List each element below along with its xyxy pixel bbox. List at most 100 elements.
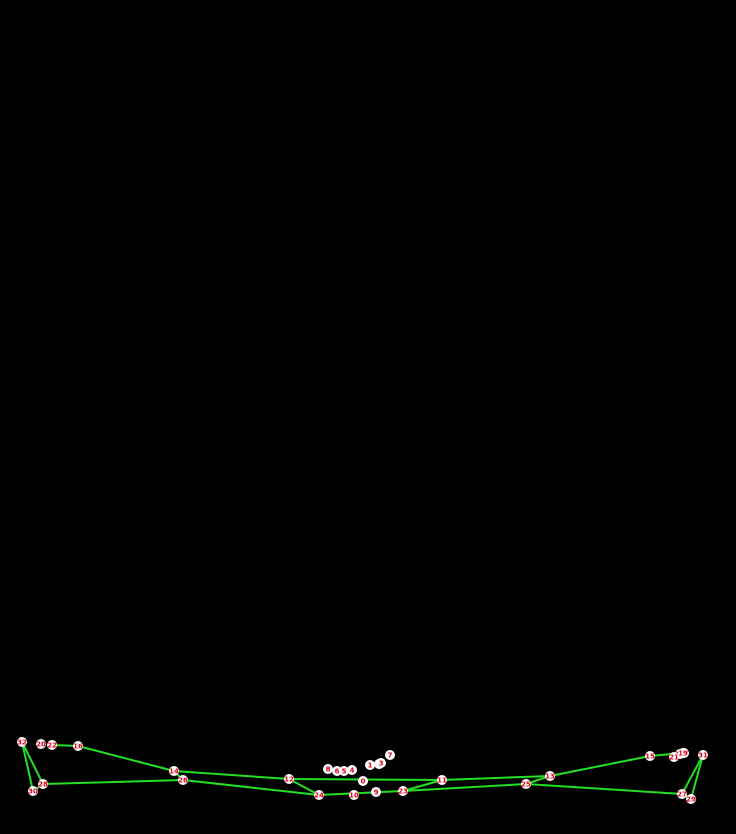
keypoint-7: 7 bbox=[385, 750, 395, 760]
keypoint-marker bbox=[314, 790, 324, 800]
keypoint-label: 10 bbox=[349, 792, 359, 800]
keypoint-10: 10 bbox=[349, 790, 359, 800]
keypoint-marker bbox=[178, 775, 188, 785]
bones-layer bbox=[21, 741, 704, 800]
keypoint-marker bbox=[545, 771, 555, 781]
keypoint-marker bbox=[385, 750, 395, 760]
bone-25-23 bbox=[402, 783, 527, 792]
keypoint-27: 27 bbox=[677, 789, 687, 799]
keypoint-21: 21 bbox=[669, 752, 679, 762]
bone-32-30 bbox=[21, 741, 34, 792]
bone-24-23 bbox=[318, 790, 404, 796]
keypoint-label: 11 bbox=[437, 777, 447, 785]
keypoint-11: 11 bbox=[437, 775, 447, 785]
bone-12-24 bbox=[288, 778, 320, 796]
bone-26-28 bbox=[42, 779, 184, 785]
keypoint-label: 20 bbox=[36, 741, 46, 749]
keypoint-label: 13 bbox=[545, 773, 555, 781]
keypoint-9: 9 bbox=[371, 787, 381, 797]
keypoints-layer: 0123456789101112131415161718192021222324… bbox=[17, 737, 708, 804]
keypoint-4: 4 bbox=[347, 765, 357, 775]
keypoint-label: 30 bbox=[28, 788, 38, 796]
keypoint-label: 31 bbox=[698, 752, 708, 760]
keypoint-marker bbox=[169, 766, 179, 776]
keypoint-label: 5 bbox=[342, 768, 347, 776]
keypoint-5: 5 bbox=[339, 766, 349, 776]
keypoint-marker bbox=[36, 739, 46, 749]
keypoint-marker bbox=[678, 748, 688, 758]
keypoint-label: 0 bbox=[361, 778, 366, 786]
keypoint-marker bbox=[28, 786, 38, 796]
keypoint-marker bbox=[686, 794, 696, 804]
keypoint-label: 4 bbox=[350, 767, 355, 775]
bone-25-27 bbox=[525, 783, 683, 795]
keypoint-23: 23 bbox=[398, 786, 408, 796]
keypoint-20: 20 bbox=[36, 739, 46, 749]
keypoint-6: 6 bbox=[332, 766, 342, 776]
keypoint-marker bbox=[339, 766, 349, 776]
keypoint-22: 22 bbox=[47, 740, 57, 750]
keypoint-label: 7 bbox=[388, 752, 393, 760]
keypoint-1: 1 bbox=[365, 760, 375, 770]
bone-12-14 bbox=[173, 770, 290, 780]
keypoint-marker bbox=[376, 758, 386, 768]
keypoint-label: 12 bbox=[284, 776, 294, 784]
keypoint-marker bbox=[437, 775, 447, 785]
keypoint-marker bbox=[371, 787, 381, 797]
keypoint-marker bbox=[645, 751, 655, 761]
keypoint-label: 28 bbox=[38, 781, 48, 789]
keypoint-26: 26 bbox=[178, 775, 188, 785]
keypoint-0: 0 bbox=[358, 776, 368, 786]
keypoint-marker bbox=[398, 786, 408, 796]
keypoint-label: 6 bbox=[335, 768, 340, 776]
keypoint-label: 27 bbox=[677, 791, 687, 799]
keypoint-16: 16 bbox=[73, 741, 83, 751]
keypoint-19: 19 bbox=[678, 748, 688, 758]
bone-26-24 bbox=[182, 779, 320, 796]
keypoint-marker bbox=[349, 790, 359, 800]
bone-31-29 bbox=[690, 754, 704, 800]
keypoint-label: 14 bbox=[169, 768, 179, 776]
keypoint-label: 3 bbox=[379, 760, 384, 768]
keypoint-marker bbox=[669, 752, 679, 762]
keypoint-29: 29 bbox=[686, 794, 696, 804]
keypoint-24: 24 bbox=[314, 790, 324, 800]
keypoint-label: 16 bbox=[73, 743, 83, 751]
keypoint-marker bbox=[358, 776, 368, 786]
keypoint-14: 14 bbox=[169, 766, 179, 776]
keypoint-marker bbox=[284, 774, 294, 784]
keypoint-28: 28 bbox=[38, 779, 48, 789]
bone-11-13 bbox=[441, 775, 551, 781]
keypoint-label: 22 bbox=[47, 742, 57, 750]
keypoint-13: 13 bbox=[545, 771, 555, 781]
keypoint-marker bbox=[521, 779, 531, 789]
bone-14-16 bbox=[77, 745, 175, 772]
keypoint-30: 30 bbox=[28, 786, 38, 796]
keypoint-marker bbox=[323, 764, 333, 774]
keypoint-12: 12 bbox=[284, 774, 294, 784]
bone-31-27 bbox=[681, 754, 704, 795]
keypoint-8: 8 bbox=[323, 764, 333, 774]
keypoint-label: 9 bbox=[374, 789, 379, 797]
keypoint-25: 25 bbox=[521, 779, 531, 789]
bone-13-15 bbox=[549, 755, 651, 777]
keypoint-label: 26 bbox=[178, 777, 188, 785]
keypoint-marker bbox=[17, 737, 27, 747]
keypoint-label: 23 bbox=[398, 788, 408, 796]
keypoint-marker bbox=[38, 779, 48, 789]
keypoint-marker bbox=[73, 741, 83, 751]
bone-32-28 bbox=[21, 741, 44, 785]
keypoint-label: 19 bbox=[678, 750, 688, 758]
keypoint-marker bbox=[698, 750, 708, 760]
keypoint-marker bbox=[365, 760, 375, 770]
keypoint-label: 21 bbox=[669, 754, 679, 762]
keypoint-marker bbox=[332, 766, 342, 776]
keypoint-label: 24 bbox=[314, 792, 324, 800]
keypoint-31: 31 bbox=[698, 750, 708, 760]
keypoint-label: 15 bbox=[645, 753, 655, 761]
bone-23-11 bbox=[402, 779, 443, 792]
keypoint-32: 32 bbox=[17, 737, 27, 747]
keypoint-marker bbox=[47, 740, 57, 750]
